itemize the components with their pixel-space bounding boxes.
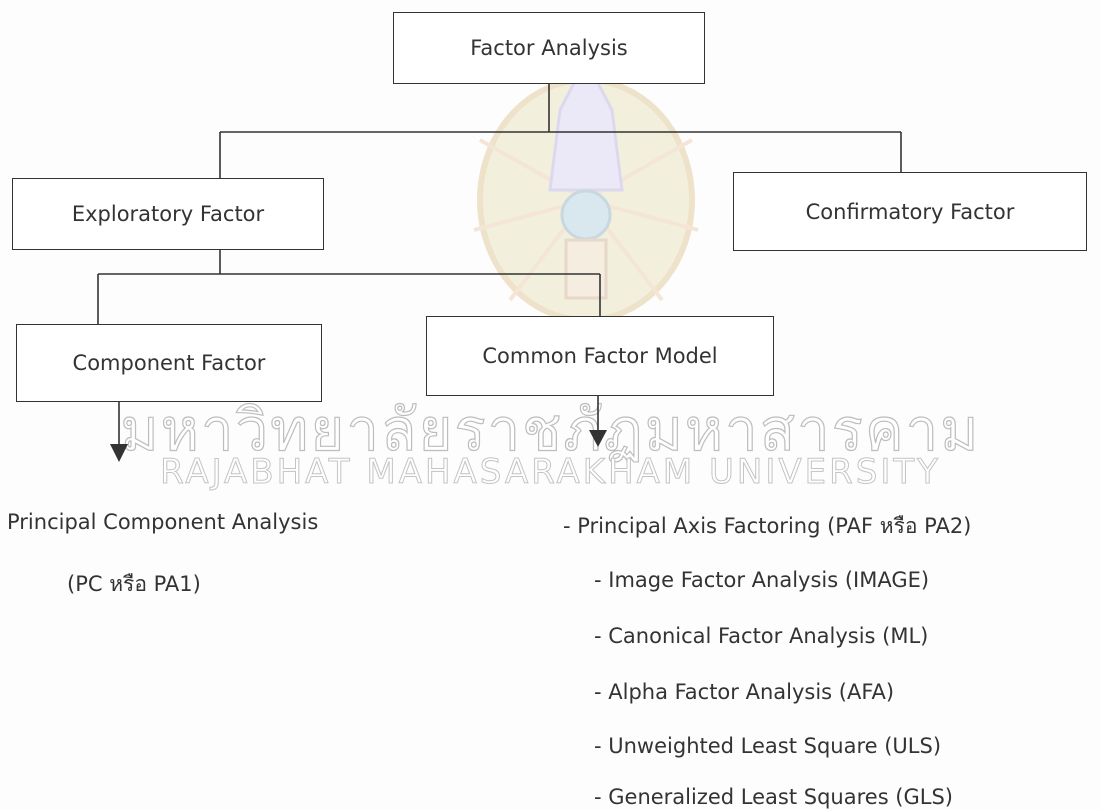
- watermark-thai-text: มหาวิทยาลัยราชภัฏมหาสารคาม: [120, 395, 981, 464]
- node-label: Common Factor Model: [482, 344, 718, 368]
- node-exploratory-factor: Exploratory Factor: [12, 178, 324, 250]
- node-common-factor-model: Common Factor Model: [426, 316, 774, 396]
- component-method-line-2: (PC หรือ PA1): [67, 572, 201, 596]
- common-method-item: - Principal Axis Factoring (PAF หรือ PA2…: [563, 514, 972, 538]
- node-label: Factor Analysis: [470, 36, 628, 60]
- common-method-item: - Image Factor Analysis (IMAGE): [594, 568, 930, 592]
- arrow-down-icon: [589, 430, 607, 447]
- component-method-line-1: Principal Component Analysis: [7, 510, 319, 534]
- common-method-item: - Canonical Factor Analysis (ML): [594, 624, 929, 648]
- common-method-item: - Generalized Least Squares (GLS): [594, 785, 953, 809]
- node-factor-analysis: Factor Analysis: [393, 12, 705, 84]
- arrow-down-icon: [110, 444, 128, 462]
- common-method-item: - Unweighted Least Square (ULS): [594, 734, 942, 758]
- common-method-item: - Alpha Factor Analysis (AFA): [594, 680, 895, 704]
- watermark-english-text: RAJABHAT MAHASARAKHAM UNIVERSITY: [160, 452, 941, 493]
- node-label: Exploratory Factor: [71, 202, 265, 226]
- node-confirmatory-factor: Confirmatory Factor: [733, 172, 1087, 251]
- node-label: Component Factor: [72, 351, 266, 375]
- node-label: Confirmatory Factor: [805, 199, 1015, 224]
- node-component-factor: Component Factor: [16, 324, 322, 402]
